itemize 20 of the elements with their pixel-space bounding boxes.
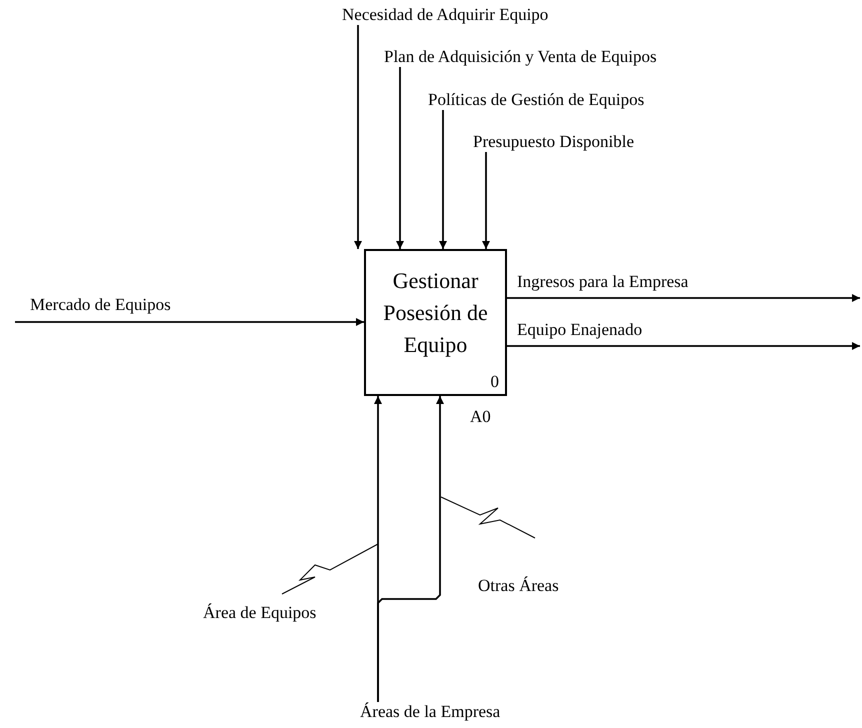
edge-label: Área de Equipos <box>203 603 316 623</box>
arrow <box>15 318 364 326</box>
edge-label: Ingresos para la Empresa <box>517 272 688 292</box>
arrow-label: Necesidad de Adquirir Equipo <box>342 5 548 25</box>
arrow <box>482 152 490 249</box>
edge-label: Mercado de Equipos <box>30 295 171 315</box>
arrow <box>507 294 860 302</box>
arrow-label: Áreas de la Empresa <box>360 702 500 722</box>
arrow-label: Plan de Adquisición y Venta de Equipos <box>384 47 657 67</box>
arrow-label: Presupuesto Disponible <box>473 132 634 152</box>
node-number: 0 <box>490 372 499 392</box>
edge-label: Equipo Enajenado <box>517 320 642 340</box>
arrow <box>377 396 444 702</box>
arrow-label: Políticas de Gestión de Equipos <box>428 90 644 110</box>
arrow <box>439 110 447 249</box>
process-box <box>364 249 507 396</box>
process-name: Gestionar Posesión de Equipo <box>382 267 489 359</box>
arrow <box>354 25 362 249</box>
arrow <box>507 342 860 350</box>
arrow <box>396 67 404 249</box>
